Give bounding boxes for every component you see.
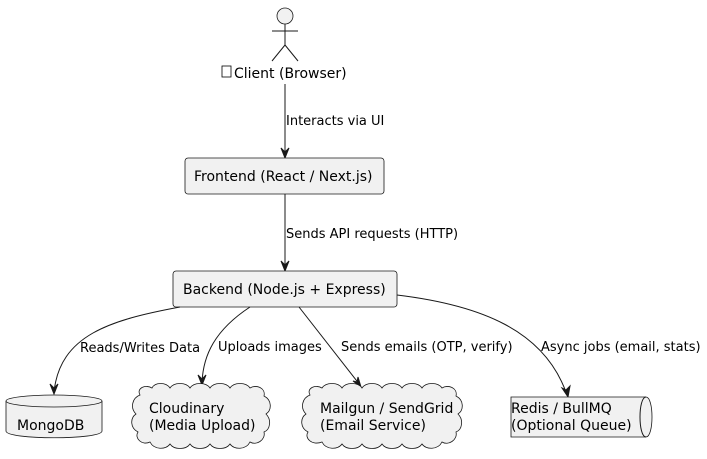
redis-node: Redis / BullMQ (Optional Queue) <box>510 396 653 438</box>
redis-label-line2: (Optional Queue) <box>511 418 632 434</box>
cloudinary-label-line2: (Media Upload) <box>149 418 255 434</box>
mongodb-node: MongoDB <box>5 394 103 439</box>
actor-glyph-box <box>221 65 232 78</box>
cloudinary-label-line1: Cloudinary <box>149 401 224 417</box>
edge-label-frontend-backend: Sends API requests (HTTP) <box>286 227 458 242</box>
redis-label-line1: Redis / BullMQ <box>511 401 612 417</box>
edge-backend-cloudinary: Uploads images <box>197 306 322 387</box>
mailgun-node: Mailgun / SendGrid (Email Service) <box>301 383 463 449</box>
frontend-label: Frontend (React / Next.js) <box>194 169 373 185</box>
actor-label: Client (Browser) <box>234 66 347 82</box>
mailgun-label-line2: (Email Service) <box>320 418 426 434</box>
edge-frontend-backend: Sends API requests (HTTP) <box>280 194 458 273</box>
edge-label-backend-redis: Async jobs (email, stats) <box>541 340 701 355</box>
frontend-node: Frontend (React / Next.js) <box>184 157 385 195</box>
edge-backend-mailgun: Sends emails (OTP, verify) <box>298 306 513 389</box>
edge-backend-redis: Async jobs (email, stats) <box>396 294 701 399</box>
client-actor: Client (Browser) <box>221 7 347 82</box>
mongodb-label: MongoDB <box>17 418 84 434</box>
actor-head <box>276 7 294 25</box>
edge-label-backend-cloudinary: Uploads images <box>218 340 322 355</box>
edge-label-backend-mongodb: Reads/Writes Data <box>80 341 200 356</box>
actor-leg-left <box>271 44 286 62</box>
edge-backend-mongodb: Reads/Writes Data <box>49 306 200 396</box>
edge-label-client-frontend: Interacts via UI <box>286 114 384 129</box>
backend-label: Backend (Node.js + Express) <box>183 282 386 298</box>
cloudinary-node: Cloudinary (Media Upload) <box>131 383 271 449</box>
edge-client-frontend: Interacts via UI <box>280 84 384 160</box>
mailgun-label-line1: Mailgun / SendGrid <box>320 401 453 417</box>
actor-leg-right <box>284 44 299 62</box>
backend-node: Backend (Node.js + Express) <box>172 270 398 308</box>
edge-label-backend-mailgun: Sends emails (OTP, verify) <box>341 340 513 355</box>
